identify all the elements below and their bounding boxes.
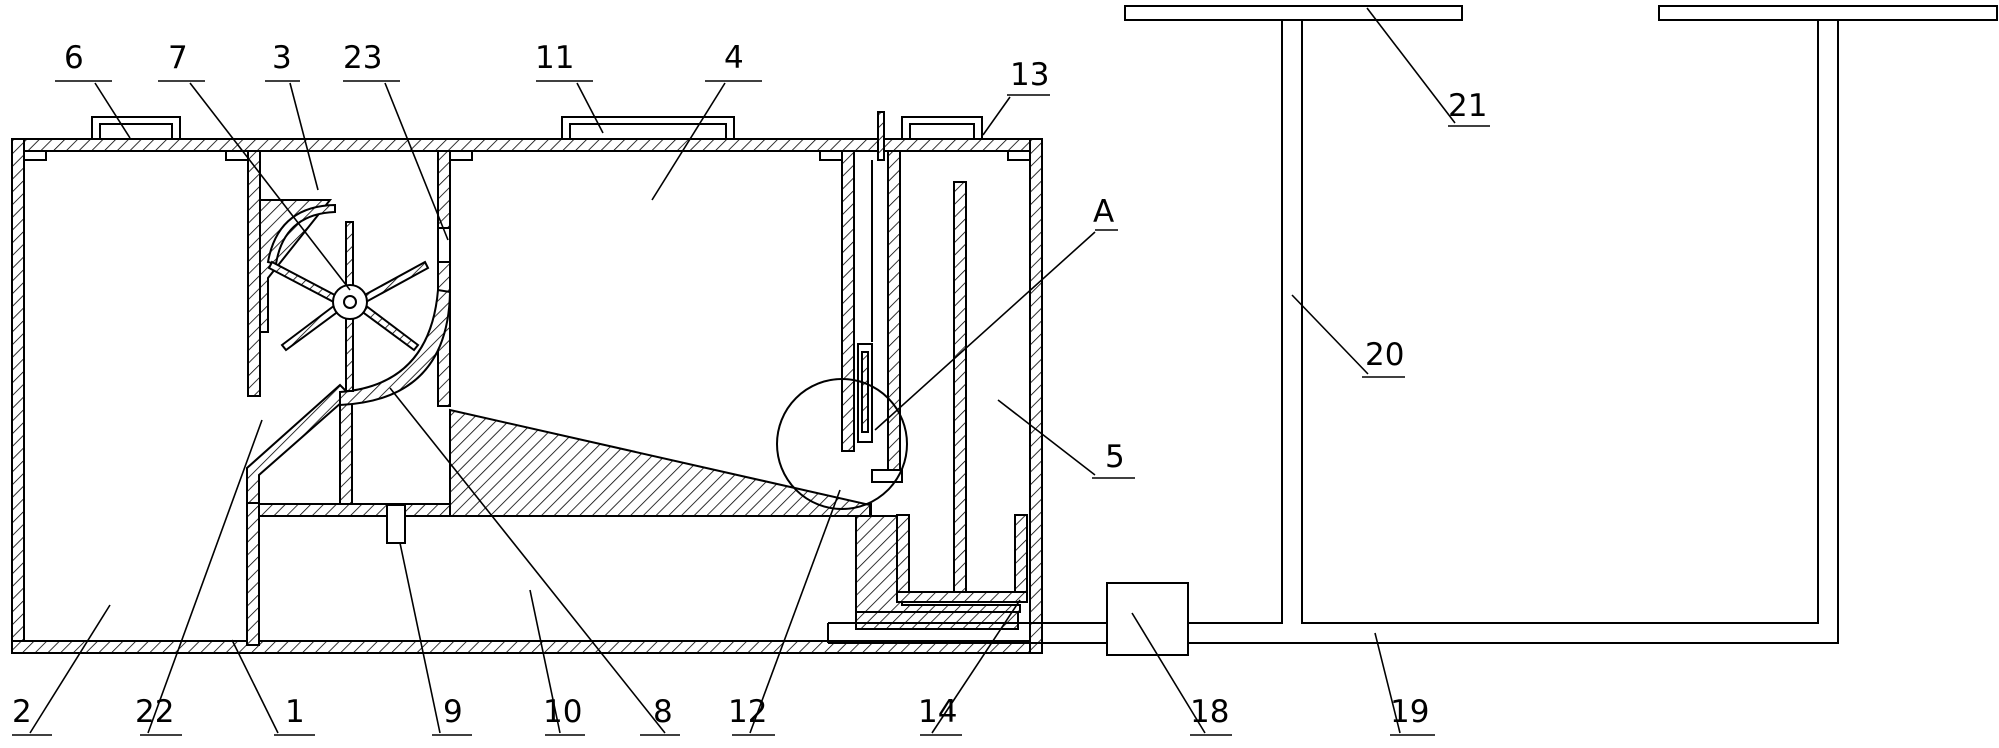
block-strip — [855, 611, 1019, 630]
label-14: 14 — [918, 694, 957, 730]
chamber-3-inner-wall — [339, 391, 353, 505]
label-4: 4 — [724, 40, 744, 76]
inner-tube — [953, 181, 967, 593]
right-wall — [1029, 138, 1043, 654]
chamber-3-left-wall — [247, 150, 261, 397]
detail-circle-a — [776, 378, 908, 510]
filter-handle — [877, 111, 885, 161]
sloped-bottom — [449, 408, 871, 517]
label-22: 22 — [135, 694, 174, 730]
label-3: 3 — [272, 40, 292, 76]
trap-bottom — [896, 591, 1028, 603]
lid-6 — [91, 116, 181, 140]
drain-valve — [386, 504, 406, 544]
label-10: 10 — [543, 694, 582, 730]
left-wall — [11, 138, 25, 647]
label-9: 9 — [443, 694, 463, 730]
lid-11 — [561, 116, 735, 140]
fan-cover — [266, 203, 336, 266]
chamber-5-left-wall — [887, 150, 901, 472]
trap-right-wall — [1014, 514, 1028, 603]
fan — [267, 221, 430, 392]
label-5: 5 — [1105, 439, 1125, 475]
label-18: 18 — [1190, 694, 1229, 730]
label-2: 2 — [12, 694, 32, 730]
label-12: 12 — [728, 694, 767, 730]
trap-left-wall — [896, 514, 910, 603]
label-13: 13 — [1010, 57, 1049, 93]
pipe-network — [827, 5, 1998, 644]
label-11: 11 — [535, 40, 574, 76]
arc-guide — [339, 288, 452, 407]
label-6: 6 — [64, 40, 84, 76]
label-20: 20 — [1365, 337, 1404, 373]
lid-13 — [901, 116, 983, 140]
label-1: 1 — [285, 694, 305, 730]
label-a: A — [1093, 194, 1114, 230]
pump-18 — [1106, 582, 1189, 656]
top-wall — [11, 138, 1043, 152]
label-7: 7 — [168, 40, 188, 76]
label-21: 21 — [1448, 88, 1487, 124]
partition-12 — [841, 150, 855, 452]
label-8: 8 — [653, 694, 673, 730]
label-19: 19 — [1390, 694, 1429, 730]
label-23: 23 — [343, 40, 382, 76]
guide-wall — [246, 383, 352, 504]
chamber-3-right-wall — [437, 150, 451, 407]
partition-1 — [246, 502, 260, 646]
